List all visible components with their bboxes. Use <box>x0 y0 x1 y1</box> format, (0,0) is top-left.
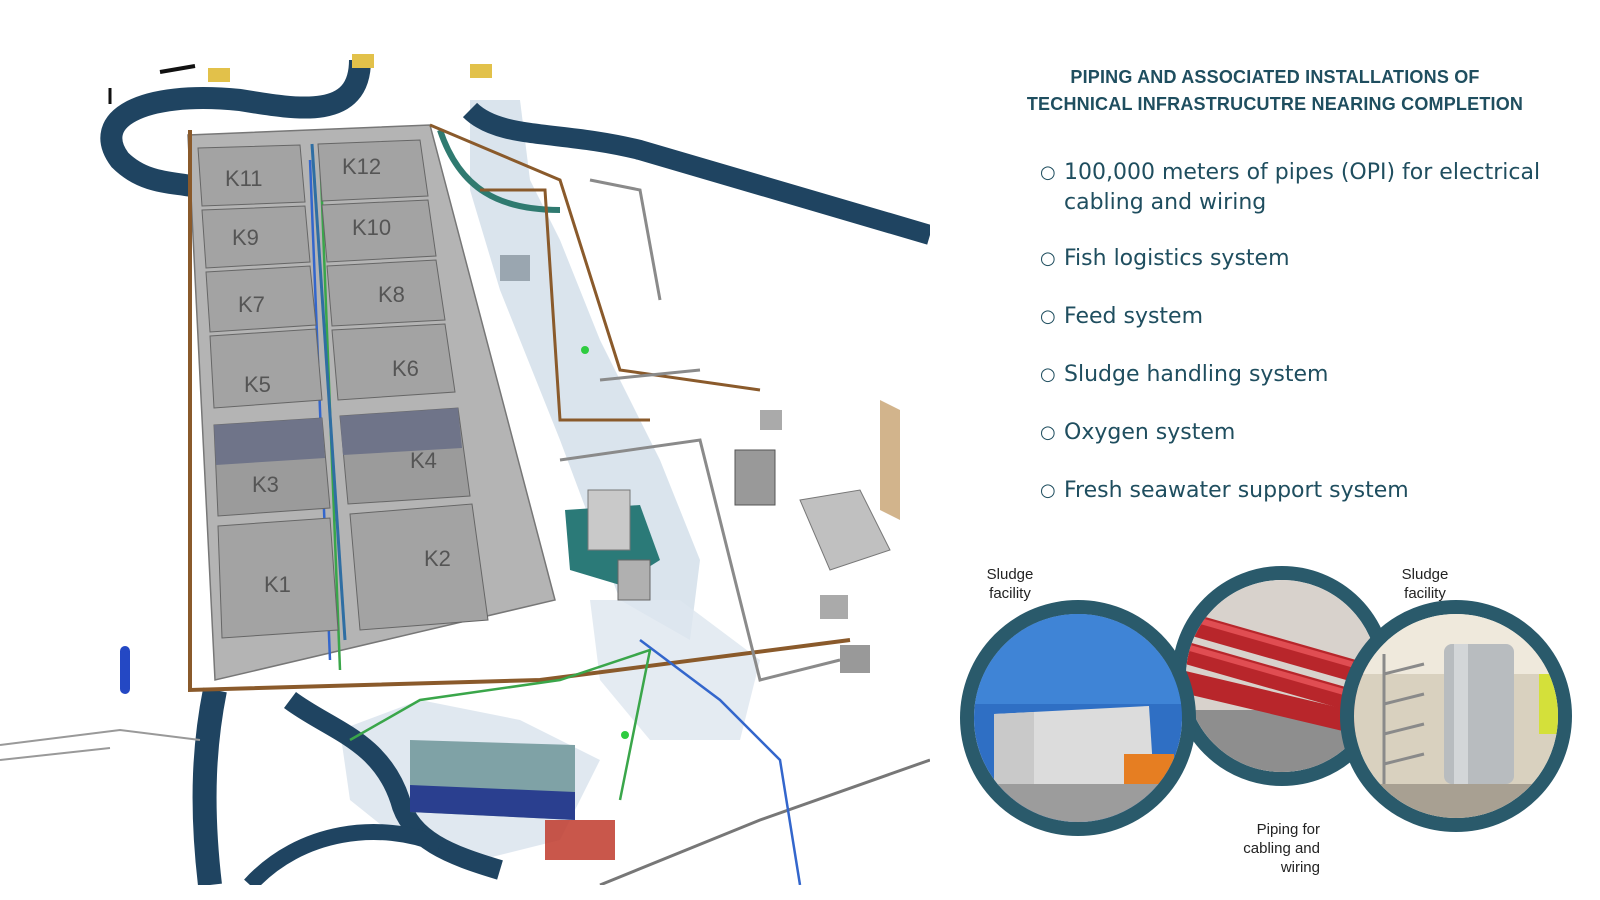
list-item: ○ Fresh seawater support system <box>1040 476 1560 506</box>
small-structure <box>760 410 782 430</box>
tank-k11 <box>197 144 306 207</box>
list-item-line: Fresh seawater support system <box>1064 478 1409 503</box>
caption-line: Sludge <box>1401 566 1449 583</box>
tank-k5-label: K5 <box>244 372 271 397</box>
caption-left: Sludge facility <box>965 565 1055 603</box>
caption-line: wiring <box>1280 859 1320 876</box>
caption-bottom: Piping for cabling and wiring <box>1210 820 1320 877</box>
list-item: ○ Feed system <box>1040 302 1560 332</box>
caption-line: facility <box>989 585 1031 602</box>
green-marker <box>581 346 589 354</box>
tank-k9 <box>201 205 311 269</box>
list-item-line: 100,000 meters of pipes (OPI) for electr… <box>1064 160 1541 185</box>
tank-k12-label: K12 <box>342 154 381 179</box>
service-building <box>617 559 651 601</box>
tank-k1 <box>217 517 339 639</box>
tank-k5 <box>209 328 323 409</box>
tank-k12 <box>317 139 429 202</box>
facility-3d-plan: K11 K9 K7 K5 K3 K1 K12 K10 K8 K6 K4 K2 <box>0 54 930 885</box>
duct-segment <box>159 64 196 74</box>
bullet-marker: ○ <box>1040 480 1056 501</box>
slide-title-line-1: PIPING AND ASSOCIATED INSTALLATIONS OF <box>1070 67 1480 87</box>
tank-k4-label: K4 <box>410 448 437 473</box>
tank-k6 <box>331 323 456 401</box>
caption-line: facility <box>1404 585 1446 602</box>
caption-right: Sludge facility <box>1380 565 1470 603</box>
list-item-line: Feed system <box>1064 304 1204 329</box>
brown-pipe <box>480 188 650 422</box>
green-marker <box>621 731 629 739</box>
pipes-photo-illustration <box>1186 580 1378 772</box>
tank-k3-roof <box>214 418 325 465</box>
list-item: ○ Sludge handling system <box>1040 360 1560 390</box>
grey-pipe <box>0 728 201 761</box>
system-list: ○ 100,000 meters of pipes (OPI) for elec… <box>1040 158 1560 534</box>
duct-junction <box>470 64 492 78</box>
photo-sludge-building <box>960 600 1196 836</box>
main-duct <box>192 687 227 885</box>
service-building <box>734 449 776 506</box>
brown-pipe <box>188 130 851 693</box>
list-item-line: cabling and wiring <box>1064 190 1267 215</box>
tank-k2 <box>349 503 489 631</box>
tank-k8 <box>326 259 446 327</box>
small-structure <box>500 255 530 281</box>
list-item: ○ 100,000 meters of pipes (OPI) for elec… <box>1040 158 1560 218</box>
service-building <box>799 489 891 571</box>
tank-k7 <box>205 265 317 333</box>
sludge-building-photo-illustration <box>974 614 1182 822</box>
service-building <box>587 489 631 551</box>
list-item-line: Sludge handling system <box>1064 362 1329 387</box>
bullet-marker: ○ <box>1040 162 1056 183</box>
caption-line: cabling and <box>1243 840 1320 857</box>
main-duct <box>437 129 561 213</box>
tank-k11-label: K11 <box>225 166 263 191</box>
bullet-marker: ○ <box>1040 422 1056 443</box>
main-duct <box>462 102 930 245</box>
list-item-line: Fish logistics system <box>1064 246 1290 271</box>
duct-junction <box>352 54 374 68</box>
bullet-marker: ○ <box>1040 248 1056 269</box>
small-structure <box>820 595 848 619</box>
ground-area <box>470 100 700 640</box>
warehouse-front <box>410 785 575 820</box>
slide-title: PIPING AND ASSOCIATED INSTALLATIONS OF T… <box>1010 64 1540 118</box>
tank-k9-label: K9 <box>232 225 259 250</box>
grey-pipe <box>599 758 930 885</box>
tank-k4-roof <box>340 408 462 455</box>
tank-k3-label: K3 <box>252 472 279 497</box>
list-item-line: Oxygen system <box>1064 420 1236 445</box>
small-structure <box>545 820 615 860</box>
list-item: ○ Oxygen system <box>1040 418 1560 448</box>
tank-k1-label: K1 <box>264 572 291 597</box>
main-duct <box>100 59 371 200</box>
sign-panel <box>880 400 900 520</box>
center-divider <box>310 143 347 641</box>
ground-area <box>590 600 760 740</box>
bullet-marker: ○ <box>1040 364 1056 385</box>
tank-group: K11 K9 K7 K5 K3 K1 K12 K10 K8 K6 K4 K2 <box>197 139 489 639</box>
list-item: ○ Fish logistics system <box>1040 244 1560 274</box>
brown-pipe <box>429 123 761 392</box>
tank-k7-label: K7 <box>238 292 265 317</box>
tank-k10-label: K10 <box>352 215 391 240</box>
caption-line: Piping for <box>1256 821 1320 838</box>
tank-k10 <box>321 199 437 263</box>
tank-k8-label: K8 <box>378 282 405 307</box>
sludge-tank-photo-illustration <box>1354 614 1558 818</box>
tank-k6-label: K6 <box>392 356 419 381</box>
grey-pipe <box>559 178 841 682</box>
main-duct <box>244 824 444 885</box>
caption-line: Sludge <box>986 566 1034 583</box>
tank-k2-label: K2 <box>424 546 451 571</box>
photo-sludge-tank <box>1340 600 1572 832</box>
blue-pump <box>120 646 130 694</box>
bullet-marker: ○ <box>1040 306 1056 327</box>
duct-junction <box>208 68 230 82</box>
main-duct <box>284 691 503 880</box>
slide-title-line-2: TECHNICAL INFRASTRUCUTRE NEARING COMPLET… <box>1026 94 1524 114</box>
small-structure <box>840 645 870 673</box>
